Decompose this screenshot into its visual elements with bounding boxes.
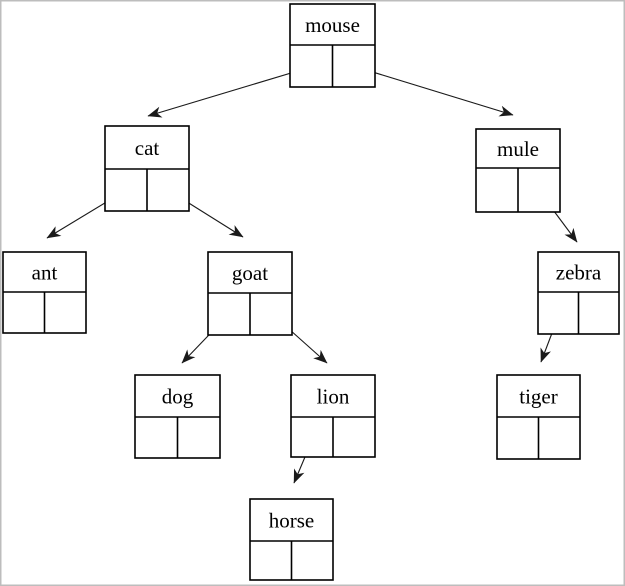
node-tiger: tiger [496,374,581,460]
node-goat: goat [207,251,293,336]
node-horse: horse [249,498,334,581]
node-dog: dog [134,374,221,459]
node-label-cat: cat [135,136,160,160]
node-label-goat: goat [232,261,268,285]
node-label-lion: lion [317,385,350,409]
node-label-zebra: zebra [556,261,602,285]
node-mule: mule [475,128,561,213]
node-mouse: mouse [289,3,376,88]
node-label-tiger: tiger [519,385,557,409]
edge-mouse-right-to-mule [352,65,514,117]
node-cat: cat [104,125,190,212]
node-lion: lion [290,374,376,458]
edge-mouse-left-to-cat [147,66,312,118]
nodes-layer: mouse cat mule ant goat zebra dog lion tiger hors… [2,3,620,581]
node-label-ant: ant [32,261,58,285]
node-label-dog: dog [162,385,194,409]
node-label-mouse: mouse [305,13,360,37]
node-ant: ant [2,251,87,334]
node-label-horse: horse [269,509,315,533]
node-zebra: zebra [537,251,620,335]
node-label-mule: mule [497,137,539,161]
